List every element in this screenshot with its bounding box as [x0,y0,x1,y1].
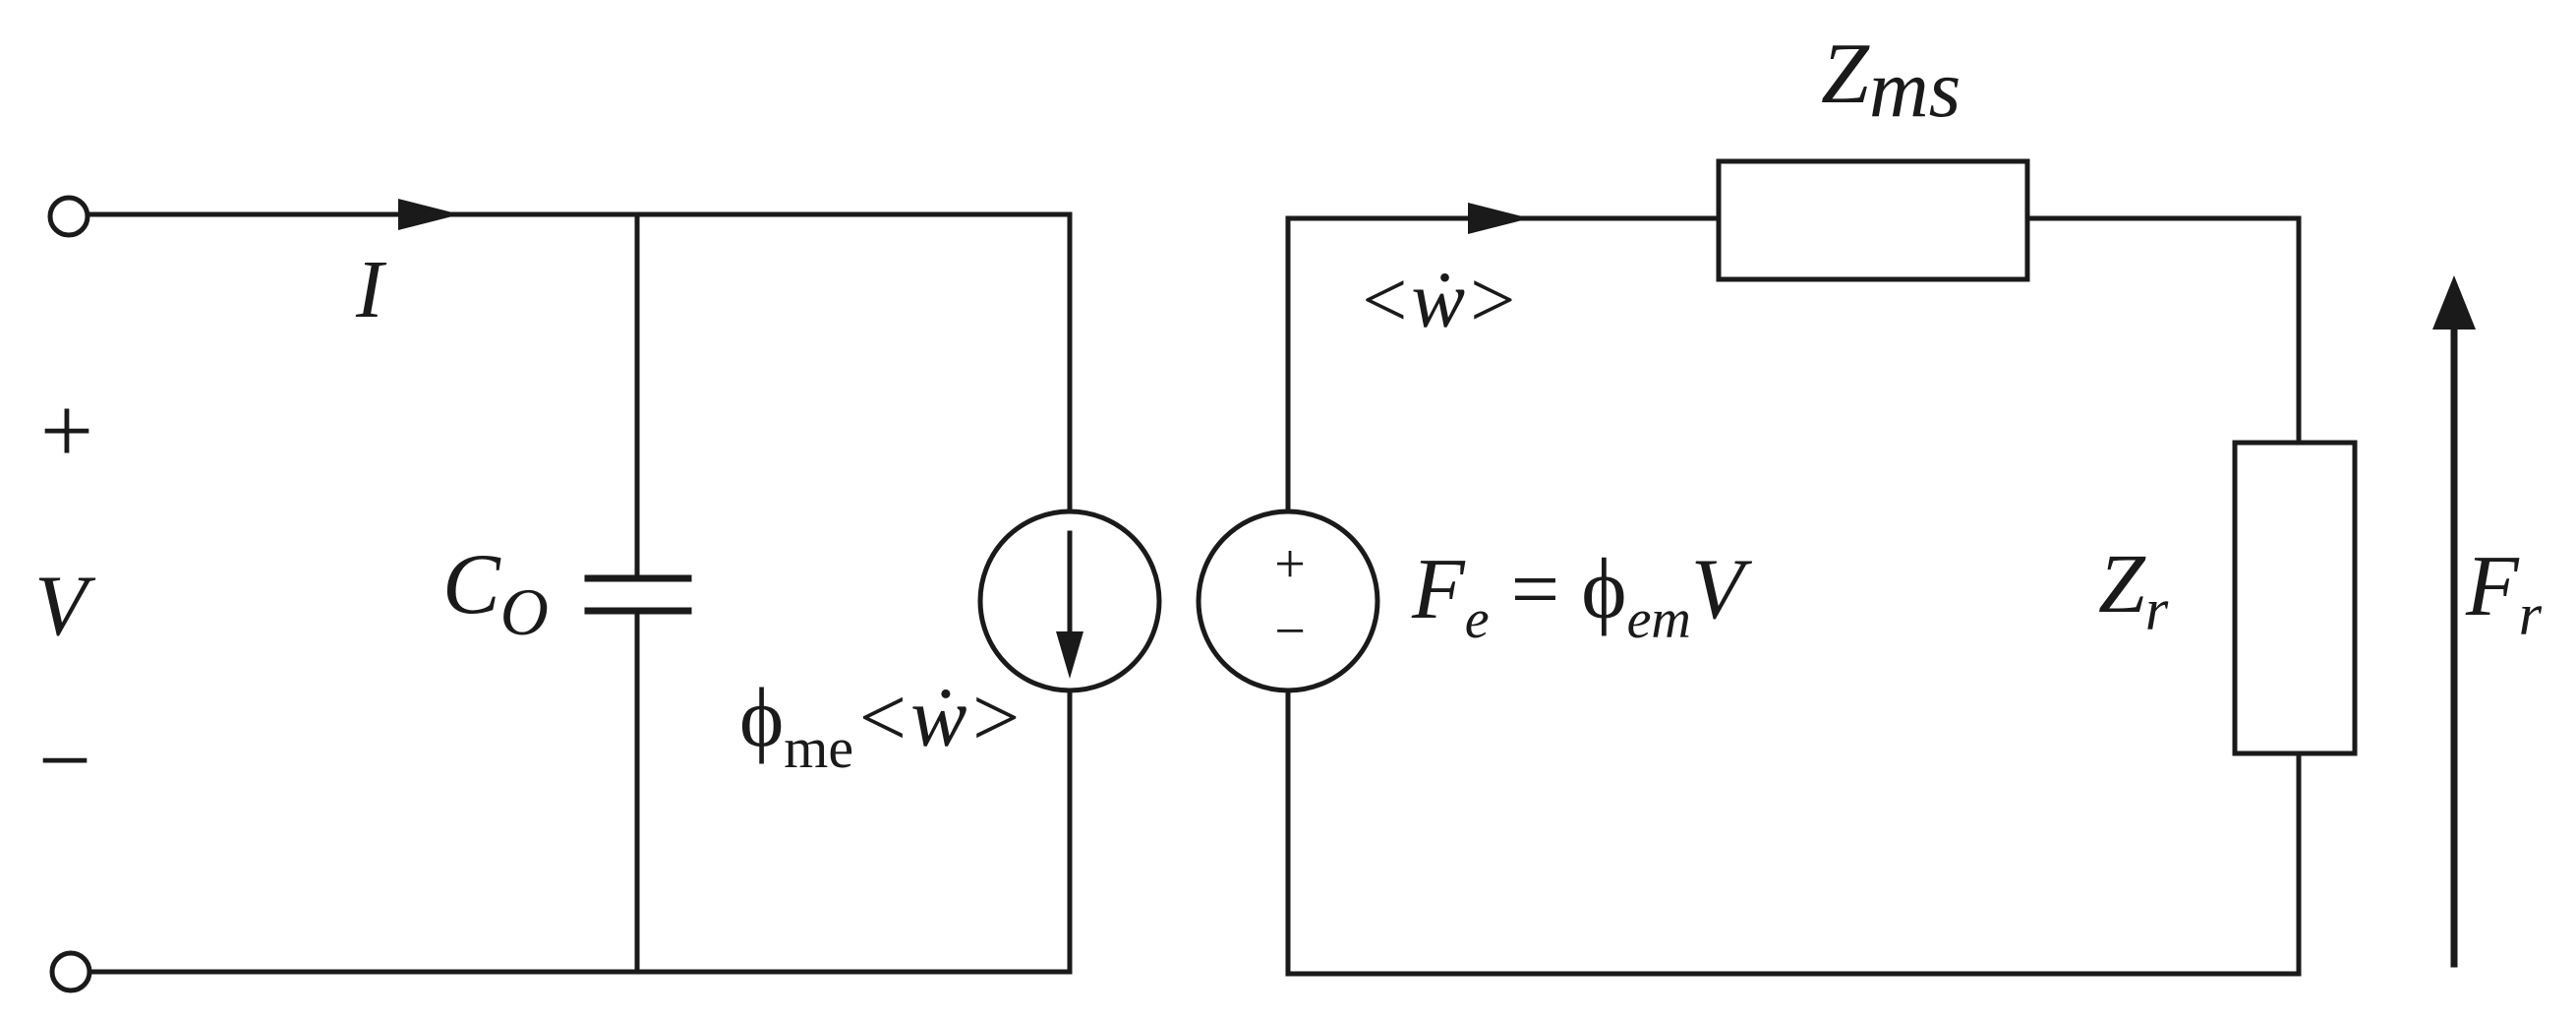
dependent-voltage-source [1196,509,1380,693]
top-wire-left [85,211,1073,514]
voltage-minus-label: − [38,707,91,812]
zr-impedance [2232,440,2358,756]
zr-subscript: r [2145,577,2169,642]
velocity-label: <ẇ> [1357,255,1519,344]
force-e-subscript: e [1465,589,1490,650]
fr-subscript: r [2519,582,2543,647]
capacitor-label: CO [442,537,549,649]
vsource-minus: − [1274,601,1306,662]
vsource-plus: + [1274,534,1306,595]
capacitor-subscript: O [500,574,549,649]
force-V: V [1691,542,1753,637]
force-F: F [1411,542,1466,637]
zms-subscript: ms [1869,43,1961,135]
velocity-arrow [1468,203,1530,234]
phi-me-symbol: ϕ [739,670,784,764]
zr-label: Zr [2098,536,2169,642]
force-em-subscript: em [1627,589,1691,650]
current-label: I [355,244,387,335]
top-wire-right [1285,215,1722,514]
force-equation: Fe = ϕemV [1411,542,1753,650]
zms-to-zr-wire [2024,215,2302,446]
fr-arrow-head [2432,275,2476,330]
voltage-plus-label: + [40,378,93,483]
phi-me-subscript: me [784,716,853,780]
force-equals-phi: = ϕ [1490,542,1627,637]
fr-letter: F [2465,539,2520,634]
labels: I + V − CO ϕme<ẇ> <ẇ> + − Fe = ϕemV Zms … [34,27,2543,812]
current-source-arrow-head [1056,631,1083,679]
current-source-label: ϕme<ẇ> [739,670,1025,780]
zms-impedance [1716,158,2030,282]
left-loop [47,195,1162,993]
input-terminal-top[interactable] [47,195,90,238]
phi-me-velocity: <ẇ> [853,670,1024,764]
bottom-wire-left [87,688,1073,975]
bottom-wire-right [1285,688,2302,977]
zms-letter: Z [1821,27,1870,122]
fr-label: Fr [2465,539,2543,647]
capacitor-letter: C [442,537,501,632]
voltage-label: V [34,559,96,654]
zr-letter: Z [2098,536,2146,630]
right-loop [1196,158,2476,977]
current-arrow [398,199,460,230]
zms-label: Zms [1821,27,1961,135]
input-terminal-bottom[interactable] [49,950,92,993]
